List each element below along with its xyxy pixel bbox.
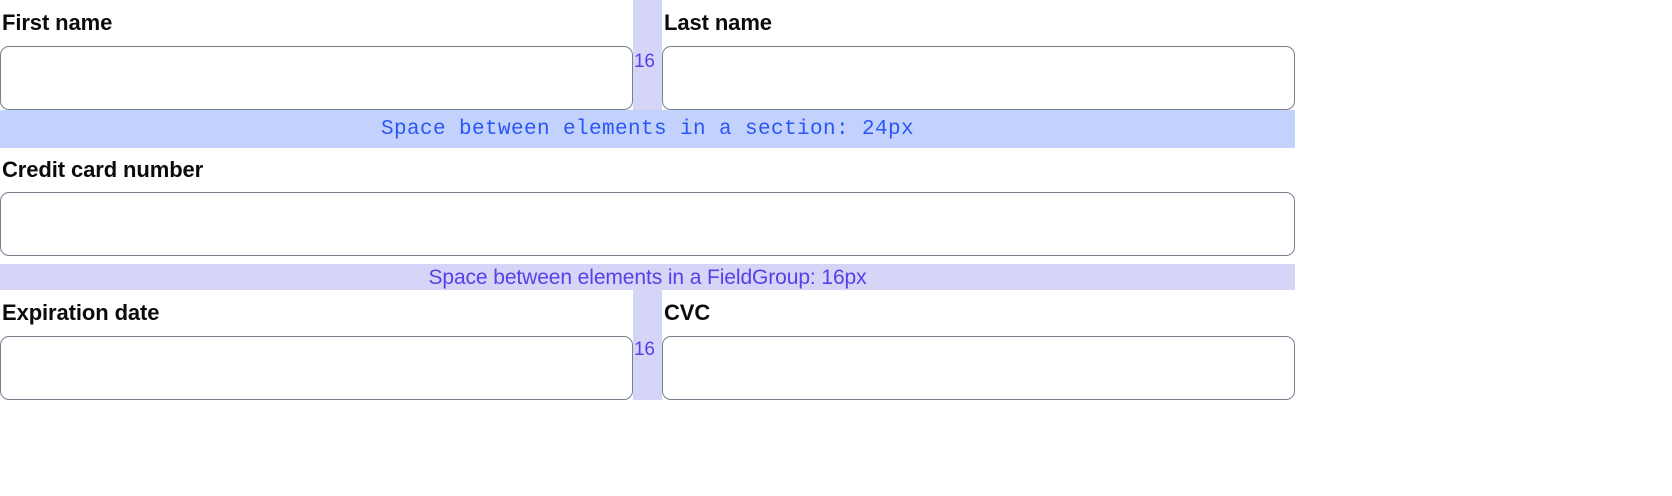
cvc-label-slot: CVC bbox=[662, 290, 1295, 336]
cvc-field: CVC bbox=[662, 290, 1295, 400]
credit-card-number-label-slot: Credit card number bbox=[0, 148, 1295, 192]
credit-card-number-field: Credit card number bbox=[0, 148, 1295, 256]
gap-size-label-bottom: 16 bbox=[634, 339, 655, 360]
last-name-label-slot: Last name bbox=[662, 0, 1295, 46]
form-content-column: First name 16 Last name Space between el… bbox=[0, 0, 1295, 400]
fieldgroup-spacing-band-text: Space between elements in a FieldGroup: … bbox=[428, 265, 867, 289]
gap-column-expiry-row: 16 bbox=[633, 290, 662, 400]
credit-card-number-row: Credit card number bbox=[0, 148, 1295, 256]
expiration-date-label: Expiration date bbox=[2, 300, 160, 325]
gap-column-name-row: 16 bbox=[633, 0, 662, 110]
credit-card-number-label: Credit card number bbox=[2, 157, 204, 182]
fieldgroup-spacing-band: Space between elements in a FieldGroup: … bbox=[0, 264, 1295, 290]
credit-card-number-input[interactable] bbox=[0, 192, 1295, 256]
expiration-date-label-slot: Expiration date bbox=[0, 290, 633, 336]
name-fields-row: First name 16 Last name bbox=[0, 0, 1295, 110]
first-name-field: First name bbox=[0, 0, 633, 110]
gap-size-label-top: 16 bbox=[634, 51, 655, 72]
expiry-cvc-row: Expiration date 16 CVC bbox=[0, 290, 1295, 400]
spacer-below-credit-card bbox=[0, 256, 1295, 264]
first-name-label: First name bbox=[2, 10, 113, 35]
expiration-date-field: Expiration date bbox=[0, 290, 633, 400]
first-name-label-slot: First name bbox=[0, 0, 633, 46]
section-spacing-band: Space between elements in a section: 24p… bbox=[0, 110, 1295, 148]
section-spacing-band-text: Space between elements in a section: 24p… bbox=[380, 117, 915, 141]
expiration-date-input[interactable] bbox=[0, 336, 633, 400]
last-name-label: Last name bbox=[664, 10, 772, 35]
cvc-label: CVC bbox=[664, 300, 711, 325]
last-name-input[interactable] bbox=[662, 46, 1295, 110]
cvc-input[interactable] bbox=[662, 336, 1295, 400]
last-name-field: Last name bbox=[662, 0, 1295, 110]
first-name-input[interactable] bbox=[0, 46, 633, 110]
